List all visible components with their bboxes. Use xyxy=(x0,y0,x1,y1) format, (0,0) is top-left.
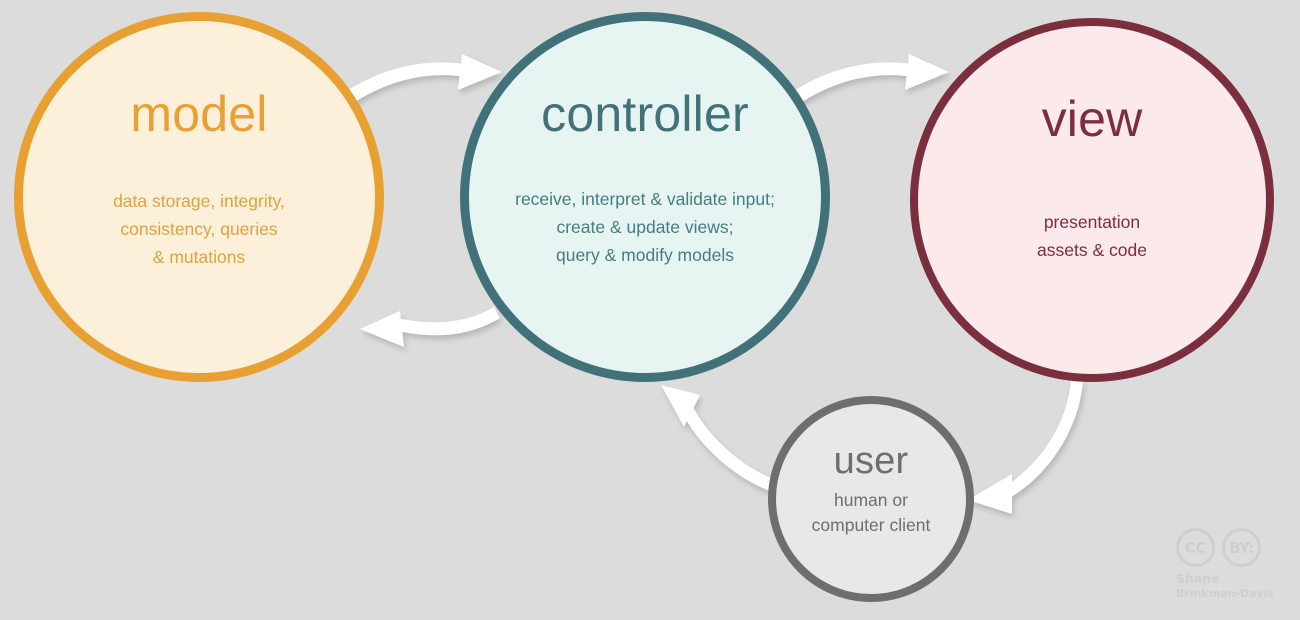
arrow-controller-to-model xyxy=(360,307,500,347)
author-name-line1: Shane xyxy=(1176,571,1220,586)
node-user-description: human or computer client xyxy=(811,490,931,535)
node-user[interactable]: user human or computer client xyxy=(768,396,974,602)
creative-commons-badge[interactable]: CC BY: Shane Brinkman-Davis xyxy=(1176,528,1288,602)
node-model[interactable]: model data storage, integrity, consisten… xyxy=(14,12,384,382)
node-user-title: user xyxy=(833,440,909,482)
creative-commons-icon: CC xyxy=(1176,528,1215,567)
attribution-by-icon: BY: xyxy=(1222,528,1261,567)
arrow-user-to-controller xyxy=(661,385,778,492)
node-model-title: model xyxy=(130,86,268,142)
arrow-view-to-user xyxy=(968,380,1083,514)
arrow-controller-to-view xyxy=(791,54,949,104)
node-view[interactable]: view presentation assets & code xyxy=(910,18,1274,382)
node-controller[interactable]: controller receive, interpret & validate… xyxy=(460,12,830,382)
author-attribution: Shane Brinkman-Davis xyxy=(1176,571,1288,601)
node-model-description: data storage, integrity, consistency, qu… xyxy=(113,191,285,267)
node-view-title: view xyxy=(1041,91,1143,147)
node-controller-description: receive, interpret & validate input; cre… xyxy=(515,189,775,265)
author-name-line2: Brinkman-Davis xyxy=(1176,587,1275,600)
cc-badge-marks: CC BY: xyxy=(1176,528,1288,567)
arrow-model-to-controller xyxy=(344,54,502,104)
node-view-description: presentation assets & code xyxy=(1037,212,1147,260)
node-controller-title: controller xyxy=(541,86,749,142)
